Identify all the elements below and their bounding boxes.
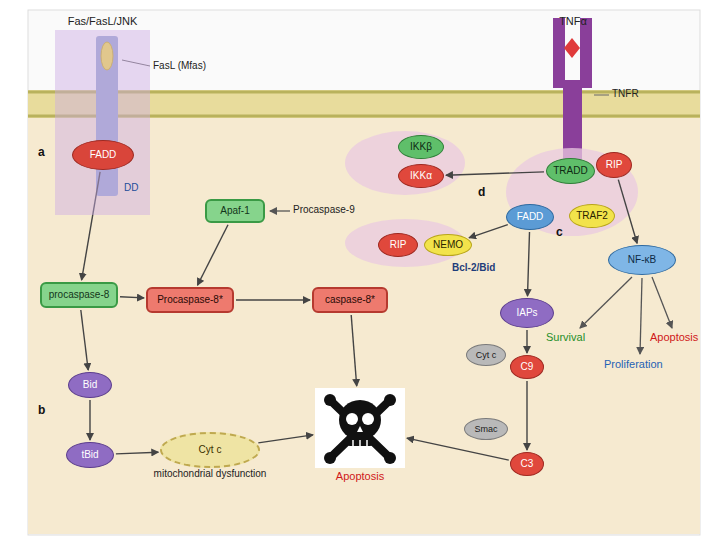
connector-arrow bbox=[407, 438, 509, 460]
procaspase-shape: procaspase-8 bbox=[40, 282, 118, 308]
node-text: NEMO bbox=[433, 239, 463, 251]
node-text: RIP bbox=[606, 159, 623, 171]
small-circle: Smac bbox=[464, 418, 508, 440]
connector-arrow bbox=[258, 435, 313, 443]
node-text: FADD bbox=[517, 211, 544, 223]
apoptosome-shape: Apaf-1 bbox=[205, 199, 265, 223]
connector-arrow bbox=[526, 381, 527, 450]
protein-circle: Bid bbox=[68, 372, 112, 398]
connector-arrow bbox=[446, 172, 544, 175]
transcription-factor: NF-κB bbox=[608, 245, 676, 275]
connector-arrow bbox=[120, 297, 144, 298]
outcome-label: Survival bbox=[546, 331, 585, 344]
connector-arrow bbox=[351, 315, 357, 386]
part-label: TNFR bbox=[612, 88, 639, 100]
caspase-circle: C9 bbox=[510, 355, 544, 379]
skull-ground bbox=[315, 388, 405, 468]
node-text: Bid bbox=[83, 379, 97, 391]
protein-circle: IKKβ bbox=[398, 135, 444, 159]
protein-circle: FADD bbox=[506, 204, 554, 230]
caspase-shape: caspase-8* bbox=[312, 287, 388, 313]
node-text: RIP bbox=[390, 239, 407, 251]
outcome-arrow bbox=[580, 277, 632, 328]
caspase-shape: Procaspase-8* bbox=[146, 287, 234, 313]
outcome-label: Apoptosis bbox=[650, 331, 698, 344]
node-text: Procaspase-8* bbox=[157, 294, 223, 306]
part-label: DD bbox=[124, 182, 138, 194]
mitochondrion: Cyt cmitochondrial dysfunction bbox=[160, 432, 260, 468]
complex-oval bbox=[345, 219, 465, 267]
outcome-label: Proliferation bbox=[604, 358, 663, 371]
part-label: FasL (Mfas) bbox=[153, 60, 206, 72]
node-text: tBid bbox=[81, 449, 98, 461]
connector-arrow bbox=[526, 330, 527, 353]
node-text: C9 bbox=[521, 361, 534, 373]
part-label: Bcl-2/Bid bbox=[452, 262, 495, 274]
connector-arrow bbox=[528, 232, 530, 296]
protein-circle: IKKα bbox=[398, 164, 444, 188]
frame bbox=[28, 10, 700, 535]
protein-circle: RIP bbox=[378, 233, 418, 257]
adaptor-circle: FADD bbox=[72, 140, 134, 170]
caspase-circle: C3 bbox=[510, 452, 544, 476]
protein-circle: TRADD bbox=[546, 158, 595, 184]
leader-arrow bbox=[270, 210, 290, 211]
small-circle: Cyt c bbox=[466, 344, 506, 366]
panel-letter: b bbox=[38, 404, 45, 418]
complex-oval bbox=[506, 148, 638, 236]
connector-arrow bbox=[116, 452, 158, 454]
connector-arrow bbox=[81, 310, 88, 370]
receptor-region: TNFα bbox=[554, 30, 592, 160]
panel-letter: d bbox=[478, 186, 485, 200]
node-text: Cyt c bbox=[476, 350, 497, 360]
node-text: C3 bbox=[521, 458, 534, 470]
connector-arrow bbox=[236, 299, 310, 300]
node-text: caspase-8* bbox=[325, 294, 375, 306]
node-text: IKKβ bbox=[410, 141, 432, 153]
tnf-receptor bbox=[553, 18, 592, 160]
node-text: TNFα bbox=[559, 15, 587, 28]
protein-circle: tBid bbox=[66, 442, 114, 468]
node-text: Cyt c bbox=[199, 444, 222, 456]
protein-cluster: IAPs bbox=[500, 298, 554, 328]
protein-circle: NEMO bbox=[424, 234, 472, 256]
node-text: Fas/FasL/JNK bbox=[68, 15, 138, 28]
node-text: IKKα bbox=[410, 170, 432, 182]
part-label: Procaspase-9 bbox=[293, 204, 355, 216]
node-text: TRAF2 bbox=[576, 210, 608, 222]
node-text: NF-κB bbox=[628, 254, 656, 266]
panel-letter: a bbox=[38, 146, 45, 160]
connector-arrow bbox=[469, 225, 508, 238]
tnf-ligand bbox=[564, 38, 580, 58]
skull-icon bbox=[324, 394, 396, 464]
panel-letter: c bbox=[556, 226, 563, 240]
complex-oval bbox=[345, 131, 465, 195]
outcome-arrow bbox=[652, 277, 672, 328]
connector-arrow bbox=[89, 400, 90, 440]
node-text: Smac bbox=[474, 424, 497, 434]
protein-circle: TRAF2 bbox=[569, 204, 615, 228]
connector-arrow bbox=[618, 180, 637, 244]
protein-circle: RIP bbox=[596, 152, 632, 178]
apoptosis-icon: Apoptosis bbox=[315, 388, 405, 468]
node-text: Apoptosis bbox=[336, 470, 384, 483]
outcome-arrow bbox=[640, 278, 642, 354]
node-text: FADD bbox=[90, 149, 117, 161]
connector-arrow bbox=[198, 225, 229, 285]
node-text: IAPs bbox=[516, 307, 537, 319]
node-text: TRADD bbox=[553, 165, 587, 177]
node-text: procaspase-8 bbox=[49, 289, 110, 301]
node-text: Apaf-1 bbox=[220, 205, 249, 217]
node-text: mitochondrial dysfunction bbox=[154, 468, 267, 480]
leader-line bbox=[594, 95, 609, 96]
